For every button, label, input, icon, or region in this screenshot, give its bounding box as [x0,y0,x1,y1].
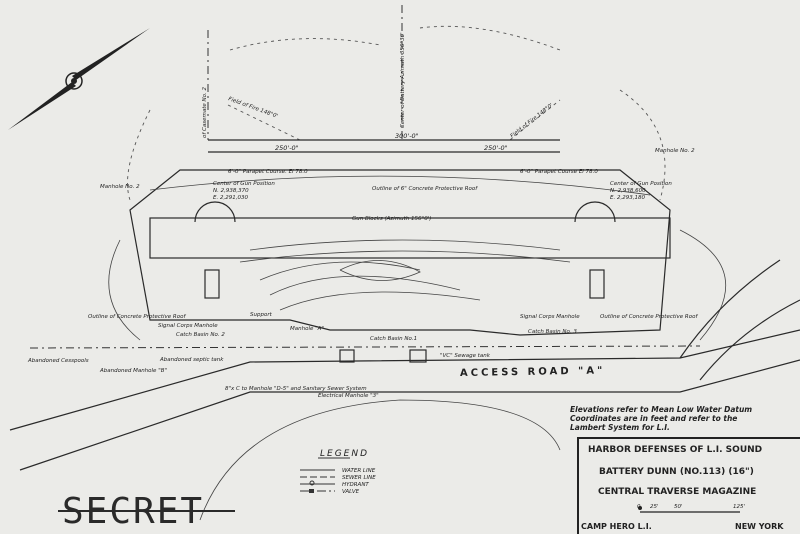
casemate-label: of Casemate No. 2 [202,86,208,138]
catch-basin-3-label: Catch Basin No. 3 [528,329,577,335]
gun-center-right-label: Center of Gun Position [610,181,672,187]
gun-coord-left-n: N. 2,938,370 [213,188,249,194]
location-label: CAMP HERO L.I. [581,522,652,531]
legend-sewer-line: SEWER LINE [342,475,376,481]
protective-roof-label: Outline of 6" Concrete Protective Roof [372,186,478,192]
gun-coord-right-e: E. 2,293,180 [610,195,645,201]
legend-valve: VALVE [342,489,360,495]
right-span-dimension: 250'-0" [484,144,508,152]
septic-tank-label: Abandoned septic tank [159,357,224,363]
state-label: NEW YORK [735,522,784,531]
center-span-dimension: 300'-0" [395,132,419,140]
north-arrow-icon [8,28,150,130]
scale-0: 0 [637,504,641,510]
scale-50: 50' [674,504,683,510]
scale-125: 125' [733,504,745,510]
title-line-1: HARBOR DEFENSES OF L.I. SOUND [588,445,762,455]
catch-basin-2-label: Catch Basin No. 2 [176,332,225,338]
legend-water-line: WATER LINE [342,468,376,474]
left-span-dimension: 250'-0" [275,144,299,152]
title-block: HARBOR DEFENSES OF L.I. SOUND BATTERY DU… [577,437,800,534]
parapet-right-label: 6'-0" Parapet Course El 78.0 [520,169,598,175]
center-line-label: Center of Battery Azimuth 356°30' [400,32,406,128]
gun-blocks-label: Gun Blocks (Azimuth 156°0') [352,216,431,222]
title-line-3: CENTRAL TRAVERSE MAGAZINE [598,487,756,497]
note-line-2: Coordinates are in feet and refer to the [570,414,737,423]
parapet-left-label: 6'-0" Parapet Course. El 78.0 [228,169,308,175]
gun-coord-left-e: E. 2,291,030 [213,195,248,201]
field-of-fire-right-label: Field of Fire 148°0' [510,103,555,140]
manhole-left-label: Manhole No. 2 [100,184,140,190]
gun-center-left-label: Center of Gun Position [213,181,275,187]
manhole-b-label: Abandoned Manhole "B" [99,368,167,374]
support-label: Support [250,312,273,318]
outline-roof-left-label: Outline of Concrete Protective Roof [88,314,186,320]
outline-roof-right-label: Outline of Concrete Protective Roof [600,314,698,320]
note-line-3: Lambert System for L.I. [570,423,670,432]
battery-structure [29,169,726,363]
sewage-tank-label: "VC" Sewage tank [440,353,491,359]
access-road-label: ACCESS ROAD "A" [460,365,605,379]
sewer-label: 8"x C to Manhole "D-5" and Sanitary Sewe… [225,386,367,392]
cesspools-label: Abandoned Cesspools [27,358,89,364]
field-of-fire-lines [127,5,666,201]
signal-manhole-left-label: Signal Corps Manhole [158,323,218,329]
gun-coord-right-n: N. 2,938,600 [610,188,646,194]
legend-hydrant: HYDRANT [342,482,369,488]
signal-manhole-right-label: Signal Corps Manhole [520,314,580,320]
access-road [9,259,800,521]
scale-25: 25' [650,504,659,510]
title-line-2: BATTERY DUNN (NO.113) (16") [599,467,754,477]
manhole-a-label: Manhole "A" [290,326,324,332]
legend: LEGEND WATER LINE SEWER LINE HYDRANT VAL… [300,449,376,495]
electrical-manhole-label: Electrical Manhole "3" [318,393,379,399]
note-line-1: Elevations refer to Mean Low Water Datum [570,405,752,414]
legend-title: LEGEND [320,449,369,459]
manhole-right-label: Manhole No. 2 [655,148,695,154]
catch-basin-1-label: Catch Basin No.1 [370,336,417,342]
